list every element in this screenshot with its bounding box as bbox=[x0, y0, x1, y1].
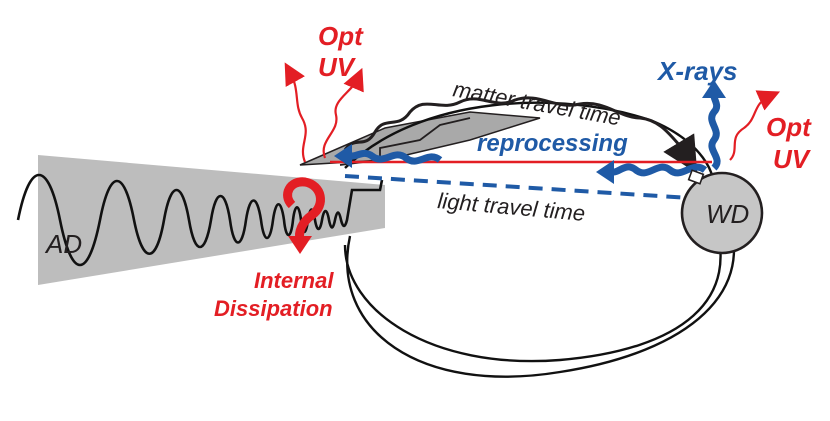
wavy-arrow-icon bbox=[351, 149, 443, 165]
disk-wave bbox=[16, 173, 384, 267]
white-dwarf bbox=[680, 171, 764, 255]
wd-accretion-spot bbox=[687, 169, 705, 185]
opt-label-left: Opt bbox=[318, 21, 364, 51]
wavy-arrow-icon bbox=[334, 144, 352, 168]
xrays-label: X-rays bbox=[656, 56, 738, 86]
opt-label-right: Opt bbox=[766, 112, 812, 142]
xray-arrow-head bbox=[702, 80, 726, 98]
wavy-arrow-icon bbox=[613, 163, 708, 177]
uv-label-right: UV bbox=[773, 144, 812, 174]
ad-label: AD bbox=[44, 229, 82, 259]
light-travel-dashed-line bbox=[344, 174, 691, 200]
reprocessing-label: reprocessing bbox=[477, 130, 628, 157]
wavy-arrow-icon bbox=[596, 160, 614, 184]
curved-arrow-icon bbox=[288, 236, 312, 254]
orbit-loop-outer bbox=[346, 209, 736, 378]
wd-label: WD bbox=[706, 199, 749, 229]
xray-wavy-arrow bbox=[708, 95, 721, 171]
opt-uv-arrow-left-2 bbox=[322, 67, 364, 159]
orbit-loop-upper bbox=[344, 101, 715, 196]
opt-uv-arrow-left-1 bbox=[284, 62, 307, 163]
curved-arrow-icon bbox=[283, 177, 325, 242]
internal-label: Internal bbox=[254, 268, 334, 293]
orbit-loop-inner bbox=[343, 214, 722, 363]
uv-label-left: UV bbox=[318, 52, 357, 82]
light-travel-time-label: light travel time bbox=[437, 188, 587, 226]
opt-uv-arrow-right bbox=[729, 90, 781, 161]
matter-travel-arrow bbox=[343, 96, 698, 174]
dissipation-label: Dissipation bbox=[214, 296, 333, 321]
